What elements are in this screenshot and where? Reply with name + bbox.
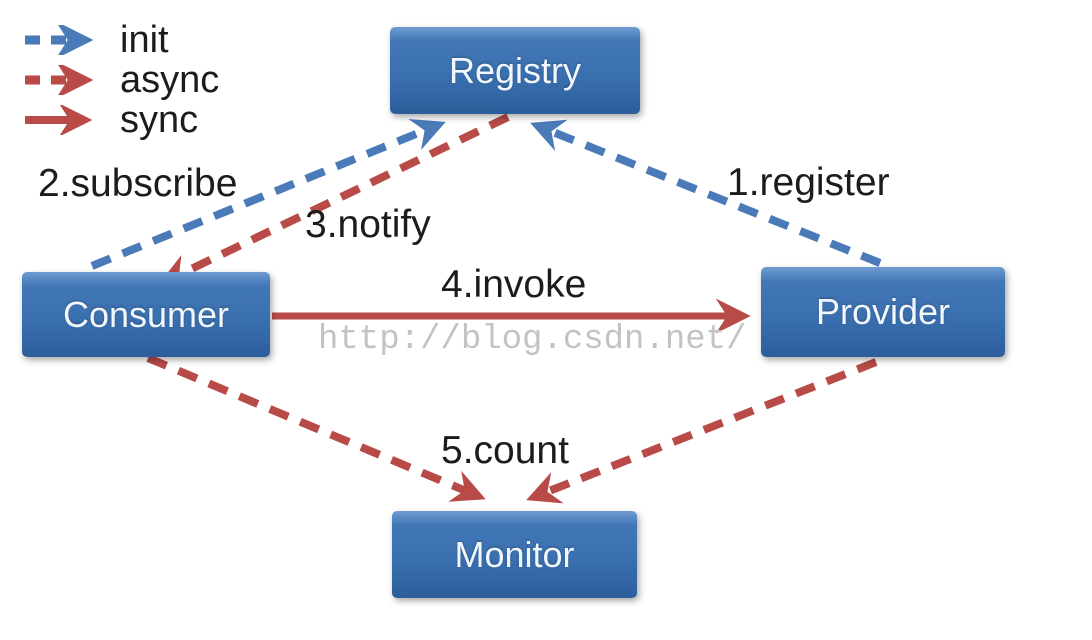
init-dashed-arrow-icon — [25, 25, 94, 55]
legend-item-async: async — [22, 59, 220, 101]
edge-label-register: 1.register — [727, 161, 890, 204]
edge-label-invoke: 4.invoke — [441, 263, 587, 306]
watermark-text: http://blog.csdn.net/ — [318, 321, 747, 359]
legend-label-init: init — [120, 19, 169, 61]
node-registry: Registry — [390, 27, 640, 114]
node-provider: Provider — [761, 267, 1005, 357]
node-registry-label: Registry — [448, 49, 582, 91]
legend-label-sync: sync — [120, 99, 199, 141]
node-consumer-label: Consumer — [62, 293, 230, 335]
legend-item-init: init — [22, 19, 219, 61]
legend-label-async: async — [120, 59, 220, 101]
node-monitor: Monitor — [392, 511, 637, 598]
async-dashed-arrow-icon — [25, 65, 94, 95]
arrow-count-from-provider — [526, 358, 878, 504]
legend-item-sync: sync — [22, 99, 219, 141]
edge-label-count: 5.count — [441, 429, 569, 472]
arrow-count-from-consumer — [146, 354, 486, 502]
node-monitor-label: Monitor — [454, 533, 575, 575]
edge-label-notify: 3.notify — [305, 203, 431, 246]
edge-label-subscribe: 2.subscribe — [38, 162, 238, 205]
node-provider-label: Provider — [815, 291, 951, 332]
sync-solid-arrow-icon — [25, 105, 93, 135]
node-consumer: Consumer — [22, 272, 270, 357]
legend: init async sync — [22, 19, 220, 141]
